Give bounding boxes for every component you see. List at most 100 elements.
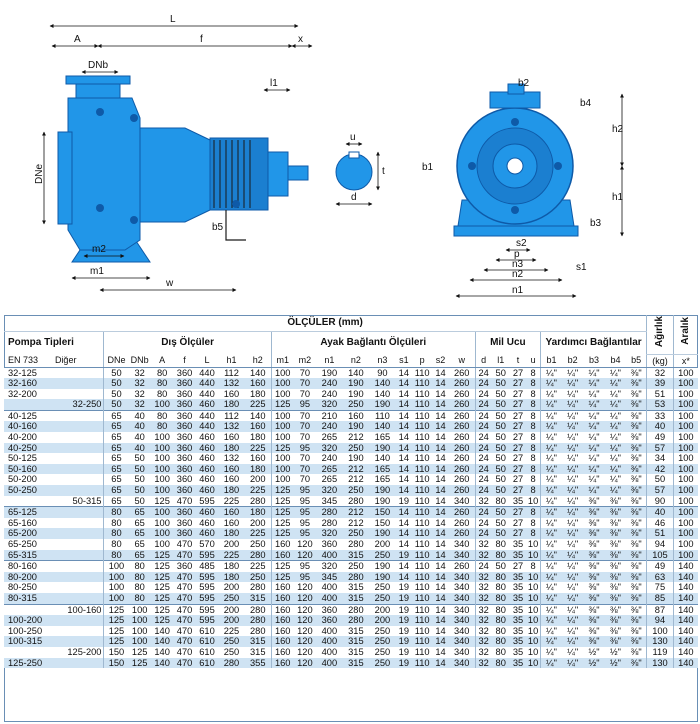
table-cell: 100 (150, 453, 174, 464)
table-cell: 24 (474, 560, 492, 572)
table-cell: 27 (509, 367, 527, 379)
table-cell: 340 (448, 657, 476, 669)
table-cell: 40 (128, 409, 151, 422)
table-cell: 400 (316, 582, 343, 593)
table-cell: 200 (369, 539, 396, 550)
table-cell: 125 (150, 495, 174, 507)
table-cell (50, 625, 104, 637)
table-cell: 190 (369, 442, 396, 454)
table-cell: 19 (395, 657, 412, 669)
table-cell: 110 (411, 625, 433, 637)
table-cell: 160 (270, 603, 294, 616)
table-cell: 14 (395, 378, 412, 389)
sub-header-cell: Diğer (50, 354, 104, 368)
table-cell: ½" (583, 657, 605, 669)
table-cell: ⅜" (583, 560, 605, 572)
table-cell: 65 (103, 421, 129, 433)
table-cell: ⅜" (626, 560, 647, 572)
table-cell: 14 (432, 549, 449, 561)
table-cell: 140 (244, 367, 272, 379)
table-cell: 360 (173, 409, 196, 422)
table-cell: 100 (672, 421, 698, 433)
table-cell: 27 (509, 506, 527, 518)
table-cell: 340 (448, 646, 476, 658)
table-cell: 10 (526, 549, 541, 561)
table-cell: 70 (293, 388, 317, 400)
table-cell (50, 582, 104, 593)
table-cell: 250 (369, 636, 396, 647)
table-cell: 470 (173, 571, 196, 583)
table-cell: 160 (342, 409, 370, 422)
table-cell: 10 (526, 571, 541, 583)
table-cell: 65 (103, 409, 129, 422)
table-cell: 110 (411, 603, 433, 616)
table-cell: 80 (491, 636, 510, 647)
table-cell (4, 646, 51, 658)
table-cell: 120 (293, 582, 317, 593)
table-cell: ⅜" (626, 549, 647, 561)
table-cell: 40-200 (4, 432, 51, 443)
table-cell: ¼" (604, 463, 627, 475)
table-cell: 140 (244, 409, 272, 422)
table-cell: 32 (474, 582, 492, 593)
table-cell: 125 (128, 657, 151, 669)
table-cell: 110 (411, 582, 433, 593)
dim-DNe: DNe (34, 164, 45, 184)
table-cell (50, 517, 104, 529)
table-cell: 24 (474, 399, 492, 411)
table-cell: 14 (395, 571, 412, 583)
table-cell: 100 (270, 463, 294, 475)
table-cell: ⅜" (626, 528, 647, 539)
table-cell: 320 (316, 442, 343, 454)
table-cell: 260 (448, 517, 476, 529)
table-cell: 100 (672, 378, 698, 389)
table-cell: 50 (491, 367, 510, 379)
table-cell: 10 (526, 636, 541, 647)
table-cell: 340 (448, 603, 476, 616)
table-cell: 160 (218, 388, 245, 400)
table-cell: 280 (316, 517, 343, 529)
table-cell: 95 (293, 560, 317, 572)
table-cell: 24 (474, 463, 492, 475)
table-cell: 190 (342, 453, 370, 464)
table-cell: 190 (369, 399, 396, 411)
table-cell: 14 (432, 432, 449, 443)
table-cell: 265 (316, 474, 343, 486)
table-cell: 140 (369, 421, 396, 433)
table-cell: 19 (395, 495, 412, 507)
table-cell: 120 (293, 625, 317, 637)
table-cell: 24 (474, 453, 492, 464)
table-cell: ¼" (561, 615, 584, 626)
table-cell: ¼" (539, 453, 562, 464)
table-cell: 110 (411, 453, 433, 464)
dim-s2: s2 (516, 238, 527, 249)
sub-header-cell: u (526, 354, 541, 368)
table-cell: 160 (218, 463, 245, 475)
table-cell (50, 442, 104, 454)
table-cell: ⅜" (604, 636, 627, 647)
header-outer-dims: Dış Ölçüler (103, 331, 272, 354)
table-cell (50, 615, 104, 626)
table-cell: ¼" (604, 453, 627, 464)
table-cell: 50 (128, 485, 151, 496)
table-cell: ¼" (561, 625, 584, 637)
dim-m1: m1 (90, 266, 104, 277)
label-b2: b2 (518, 78, 530, 89)
table-cell: 14 (432, 506, 449, 518)
table-cell: 33 (646, 409, 674, 422)
table-cell: 50 (491, 560, 510, 572)
table-cell: 120 (293, 592, 317, 605)
table-cell: 50 (103, 388, 129, 400)
table-cell: ¼" (561, 388, 584, 400)
table-cell: 190 (316, 367, 343, 379)
table-cell: 250 (369, 592, 396, 605)
table-cell: 50 (103, 378, 129, 389)
table-cell: 27 (509, 388, 527, 400)
table-cell: 190 (369, 528, 396, 539)
table-cell: 140 (150, 636, 174, 647)
table-cell: 110 (411, 463, 433, 475)
table-cell: 125 (270, 517, 294, 529)
